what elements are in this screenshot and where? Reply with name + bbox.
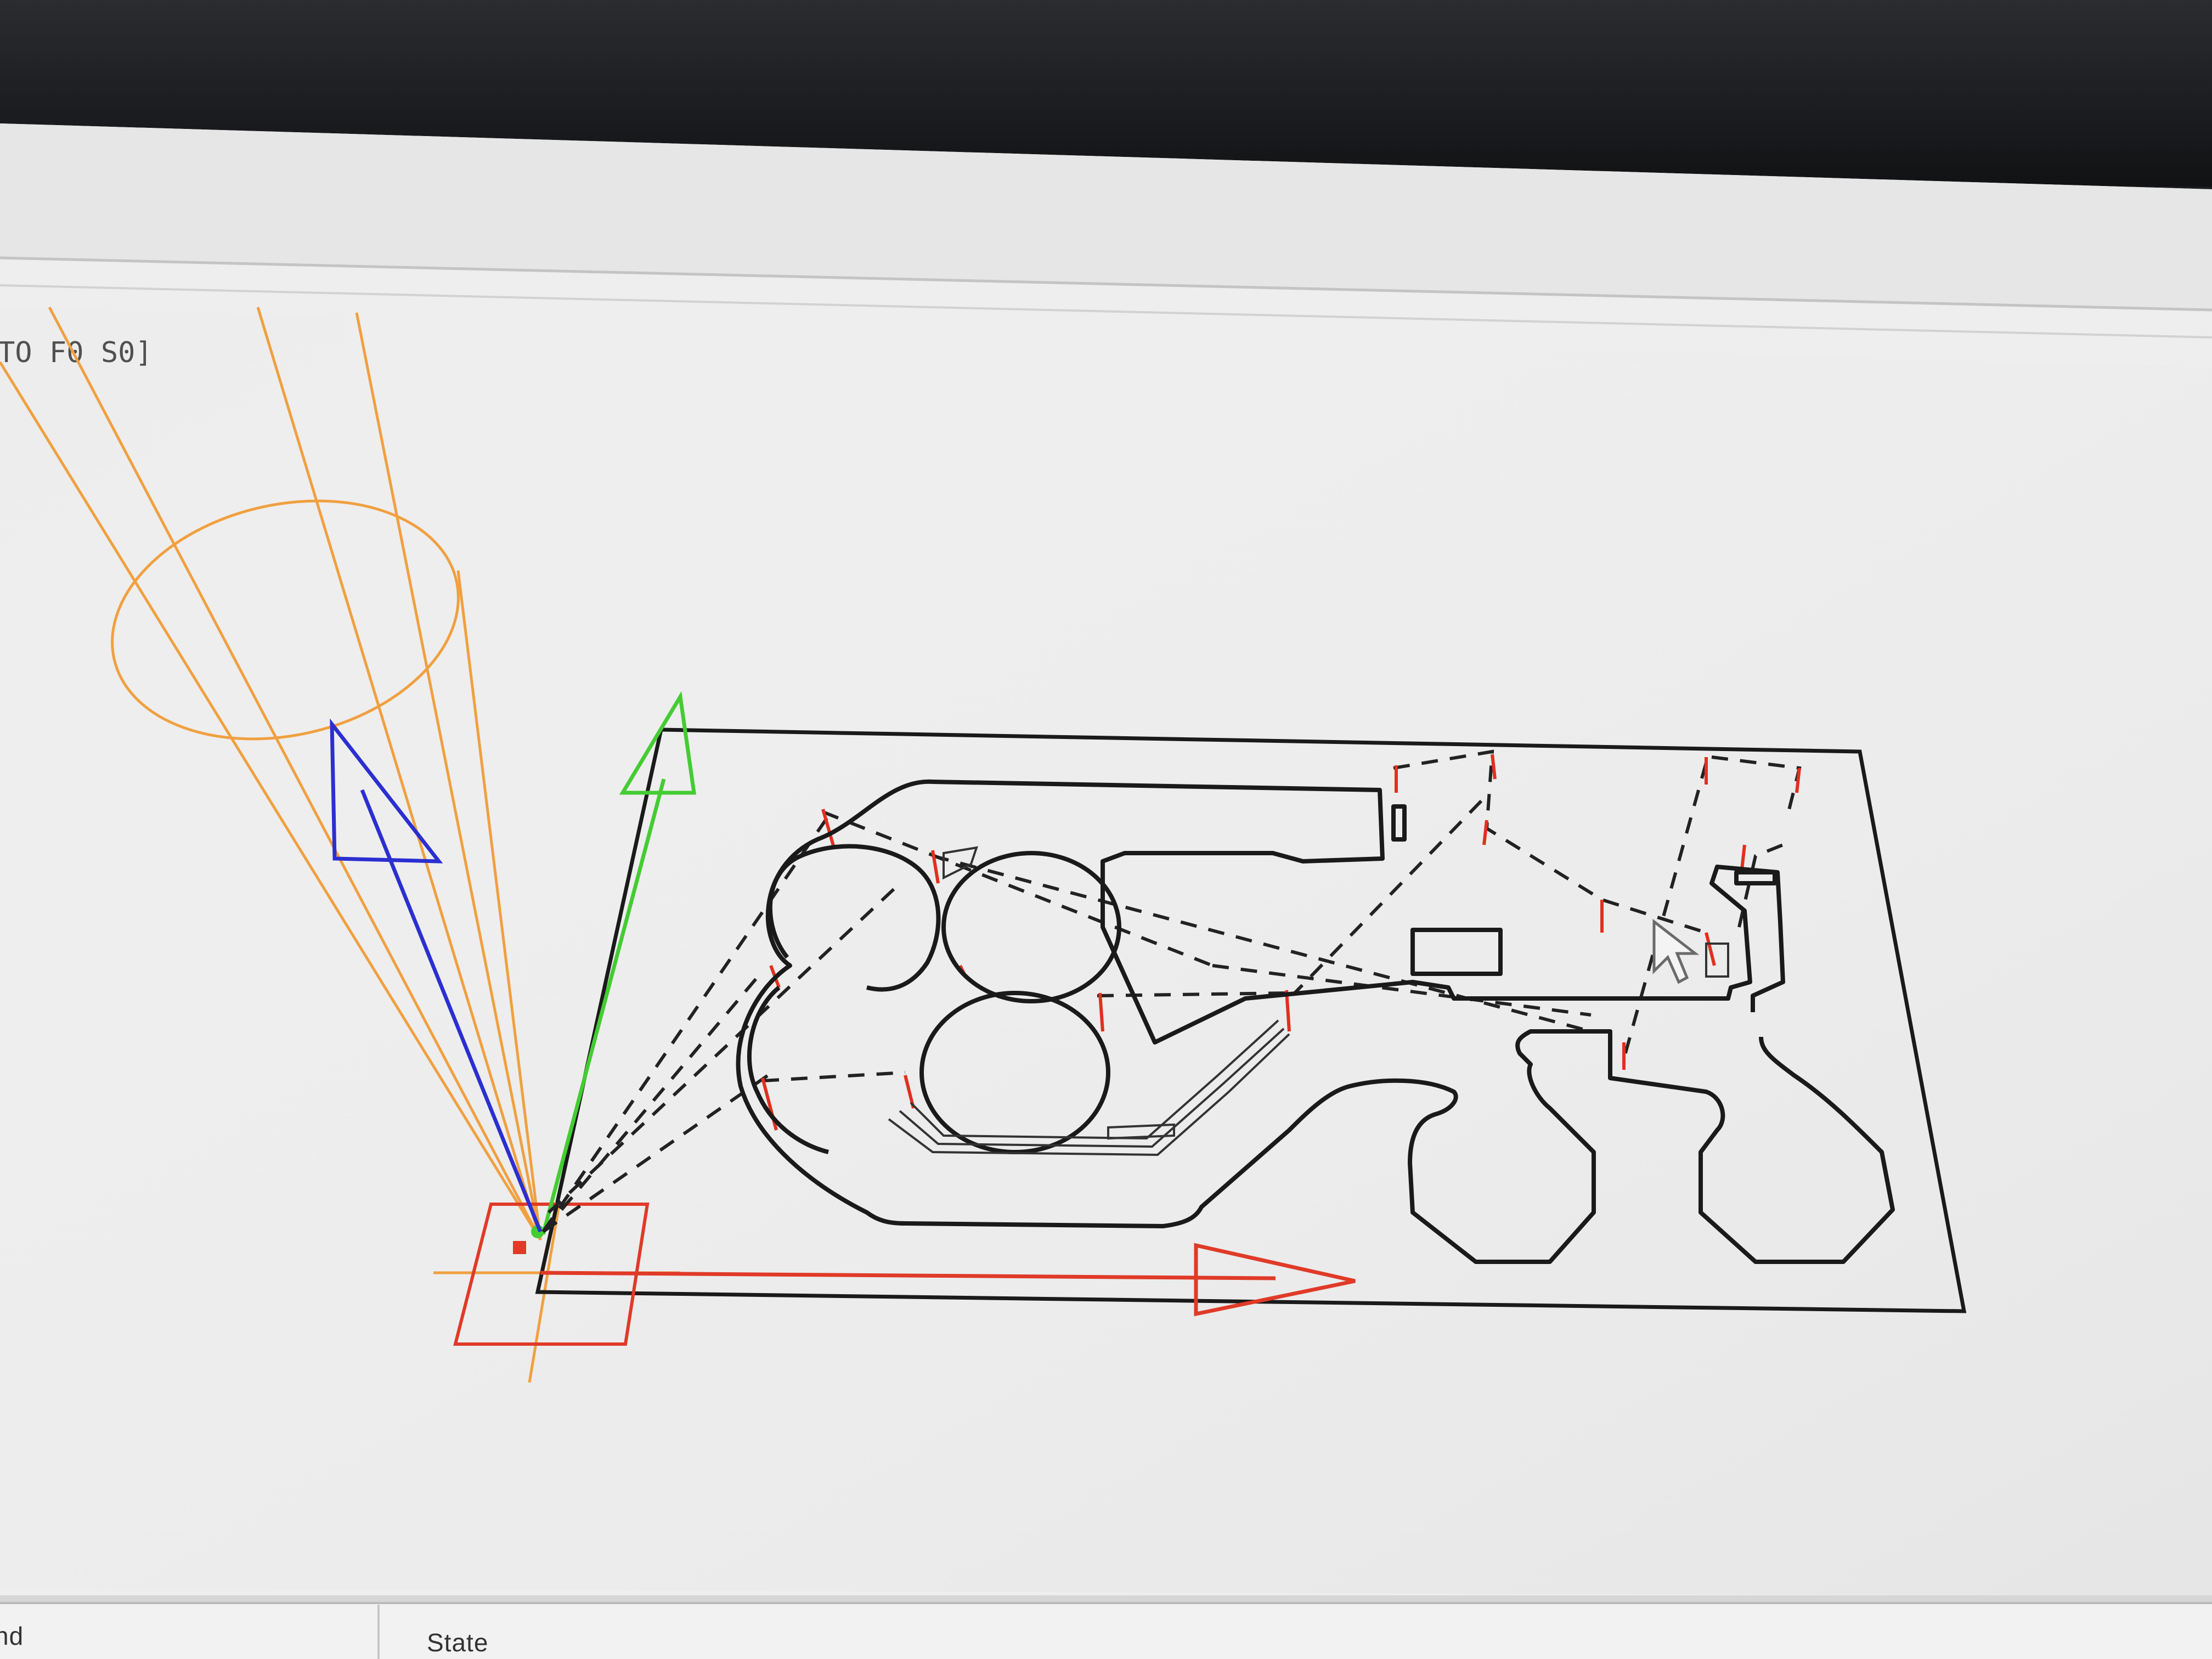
- toolpath-circle: [941, 851, 1121, 1003]
- cone-line: [456, 570, 542, 1240]
- y-axis-arrow: [541, 691, 697, 1235]
- toolpath-slot: [1734, 870, 1777, 885]
- toolpath-circle: [768, 844, 941, 992]
- arrow-cursor-icon: [1652, 918, 1700, 984]
- toolpath-outer-profile: [932, 780, 1785, 1045]
- cone-line: [48, 306, 542, 1241]
- z-axis-arrow: [330, 718, 543, 1233]
- tool-ellipse: [111, 499, 460, 741]
- toolpath-left-outer: [736, 779, 1895, 1264]
- origin-marker[interactable]: [453, 1203, 650, 1346]
- view-label: TO F0 S0]: [0, 336, 153, 369]
- status-column-label[interactable]: State: [427, 1628, 488, 1657]
- toolbar-divider-2: [0, 284, 2212, 338]
- toolpath-offsets: [888, 846, 1729, 1156]
- status-bar: nd State: [0, 1602, 2212, 1659]
- toolpath-circle: [747, 985, 829, 1154]
- toolbar-divider: [0, 256, 2212, 312]
- x-axis-arrow: [540, 1243, 1356, 1317]
- panel-splitter[interactable]: [0, 1595, 2212, 1603]
- tool-cone: [0, 306, 680, 1383]
- status-column-label[interactable]: nd: [0, 1622, 24, 1650]
- toolpath: [736, 779, 1895, 1264]
- toolpath-slot: [1391, 804, 1407, 842]
- toolpath-pocket: [1410, 928, 1503, 976]
- cone-line: [355, 312, 542, 1240]
- cone-line: [0, 361, 542, 1241]
- cone-line: [256, 307, 542, 1240]
- 3d-viewport[interactable]: TO F0 S0]: [0, 306, 2212, 1596]
- toolbar-area[interactable]: [0, 123, 2212, 310]
- origin-dot: [513, 1241, 526, 1254]
- status-bar-bg: [0, 1602, 2212, 1659]
